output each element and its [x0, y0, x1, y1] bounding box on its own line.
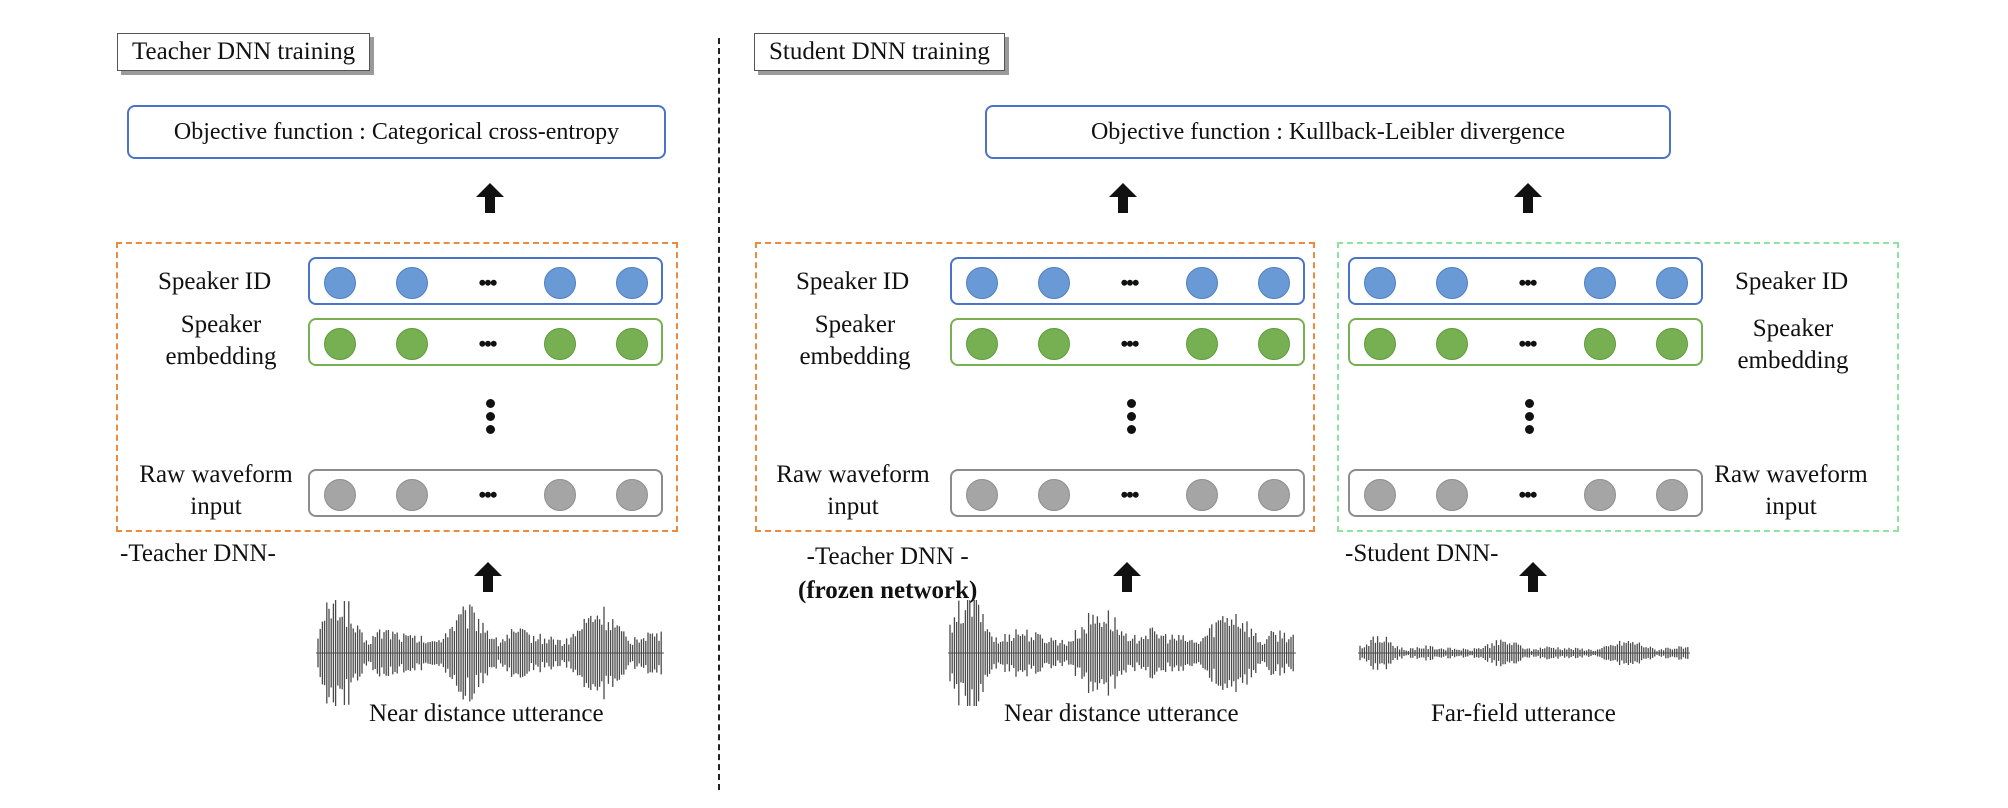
waveform-icon: [316, 600, 664, 706]
student-objective-box: Objective function : Kullback-Leibler di…: [985, 105, 1671, 159]
neuron: [1186, 479, 1218, 511]
student-embedding-layer: •••: [1348, 318, 1703, 366]
neuron: [544, 479, 576, 511]
up-arrow-icon: [1514, 183, 1542, 213]
neuron: [1584, 328, 1616, 360]
speaker-embedding-label: Speaker embedding: [799, 311, 911, 370]
up-arrow-icon: [474, 562, 502, 592]
neuron: [1258, 479, 1290, 511]
neuron: [1364, 267, 1396, 299]
up-arrow-icon: [1109, 183, 1137, 213]
raw-waveform-input-label: Raw waveform input: [139, 461, 293, 520]
frozen-teacher-input-layer: •••: [950, 469, 1305, 517]
neuron: [1364, 479, 1396, 511]
ellipsis-icon: •••: [1120, 482, 1139, 507]
up-arrow-icon: [476, 183, 504, 213]
student-objective-text: Objective function : Kullback-Leibler di…: [1090, 118, 1566, 145]
neuron: [1436, 479, 1468, 511]
frozen-teacher-dnn-caption: -Teacher DNN - (frozen network): [798, 543, 978, 604]
neuron: [616, 267, 648, 299]
teacher-input-layer: •••: [308, 469, 663, 517]
up-arrow-icon: [1519, 562, 1547, 592]
up-arrow-icon: [1113, 562, 1141, 592]
neuron: [1656, 267, 1688, 299]
neuron: [544, 328, 576, 360]
neuron: [966, 267, 998, 299]
neuron: [1436, 267, 1468, 299]
raw-waveform-input-label: Raw waveform input: [1714, 461, 1868, 520]
neuron: [1258, 267, 1290, 299]
neuron: [1656, 328, 1688, 360]
student-input-layer: •••: [1348, 469, 1703, 517]
neuron: [616, 479, 648, 511]
neuron: [324, 328, 356, 360]
neuron: [1038, 328, 1070, 360]
neuron: [1258, 328, 1290, 360]
teacher-speaker-id-layer: •••: [308, 257, 663, 305]
frozen-teacher-embedding-layer: •••: [950, 318, 1305, 366]
panel-divider: [718, 38, 720, 790]
neuron: [1436, 328, 1468, 360]
ellipsis-icon: •••: [1518, 331, 1537, 356]
teacher-embedding-layer: •••: [308, 318, 663, 366]
vertical-ellipsis-icon: [1125, 399, 1137, 438]
student-dnn-caption: -Student DNN-: [1345, 540, 1499, 567]
ellipsis-icon: •••: [1518, 270, 1537, 295]
frozen-teacher-speaker-id-layer: •••: [950, 257, 1305, 305]
student-dnn-region: [1337, 242, 1899, 532]
raw-waveform-input-label: Raw waveform input: [776, 461, 930, 520]
vertical-ellipsis-icon: [484, 399, 496, 438]
speaker-embedding-label: Speaker embedding: [1737, 315, 1849, 374]
teacher-dnn-region: [116, 242, 678, 532]
neuron: [1038, 267, 1070, 299]
waveform-icon: [948, 600, 1296, 706]
teacher-objective-box: Objective function : Categorical cross-e…: [127, 105, 666, 159]
neuron: [1186, 328, 1218, 360]
neuron: [324, 479, 356, 511]
waveform-icon: [1358, 636, 1690, 670]
neuron: [396, 479, 428, 511]
neuron: [1364, 328, 1396, 360]
student-speaker-id-layer: •••: [1348, 257, 1703, 305]
student-panel-title: Student DNN training: [754, 33, 1005, 71]
teacher-dnn-caption: -Teacher DNN-: [120, 540, 276, 567]
speaker-embedding-label: Speaker embedding: [165, 311, 277, 370]
neuron: [616, 328, 648, 360]
speaker-id-label: Speaker ID: [1735, 268, 1849, 295]
neuron: [966, 328, 998, 360]
ellipsis-icon: •••: [478, 270, 497, 295]
neuron: [324, 267, 356, 299]
neuron: [1038, 479, 1070, 511]
teacher-panel-title: Teacher DNN training: [117, 33, 371, 71]
speaker-id-label: Speaker ID: [158, 268, 272, 295]
neuron: [1186, 267, 1218, 299]
vertical-ellipsis-icon: [1523, 399, 1535, 438]
speaker-id-label: Speaker ID: [796, 268, 910, 295]
frozen-teacher-dnn-region: [755, 242, 1315, 532]
neuron: [1584, 479, 1616, 511]
far-field-utterance-label: Far-field utterance: [1431, 700, 1616, 727]
near-distance-utterance-label: Near distance utterance: [369, 700, 604, 727]
ellipsis-icon: •••: [1120, 270, 1139, 295]
near-distance-utterance-label: Near distance utterance: [1004, 700, 1239, 727]
neuron: [544, 267, 576, 299]
neuron: [1656, 479, 1688, 511]
ellipsis-icon: •••: [478, 331, 497, 356]
neuron: [396, 267, 428, 299]
ellipsis-icon: •••: [1120, 331, 1139, 356]
neuron: [966, 479, 998, 511]
neuron: [1584, 267, 1616, 299]
ellipsis-icon: •••: [478, 482, 497, 507]
teacher-objective-text: Objective function : Categorical cross-e…: [173, 118, 620, 145]
ellipsis-icon: •••: [1518, 482, 1537, 507]
neuron: [396, 328, 428, 360]
